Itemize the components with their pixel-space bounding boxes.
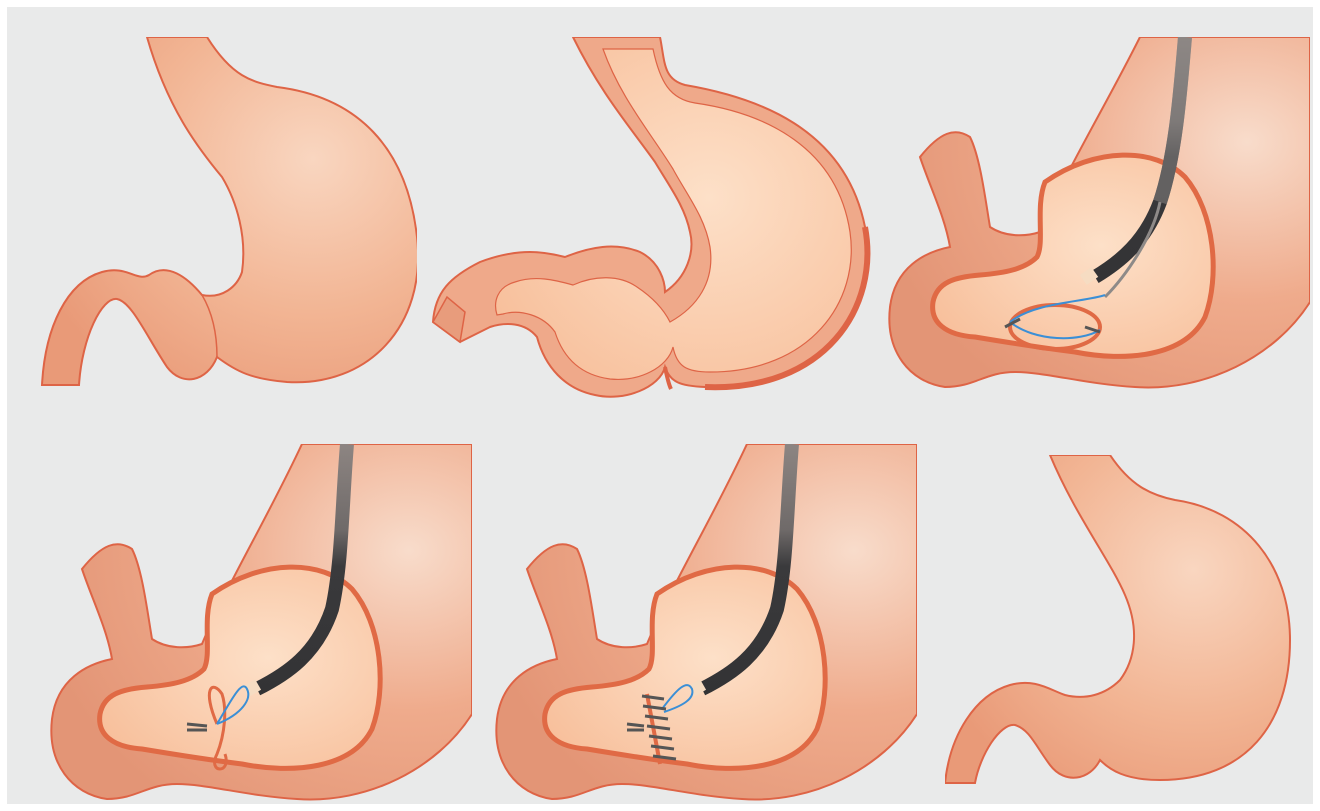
panel-single-plication (47, 444, 472, 809)
panel-multiple-plications (492, 444, 917, 809)
procedure-figure (7, 7, 1313, 804)
panel-endoscope-suturing (885, 37, 1310, 392)
panel-stomach-before (37, 37, 417, 387)
panel-wall-cross-section (425, 37, 875, 402)
stomach-icon (945, 455, 1290, 783)
stomach-icon (42, 37, 417, 385)
panel-stomach-after (945, 455, 1305, 785)
